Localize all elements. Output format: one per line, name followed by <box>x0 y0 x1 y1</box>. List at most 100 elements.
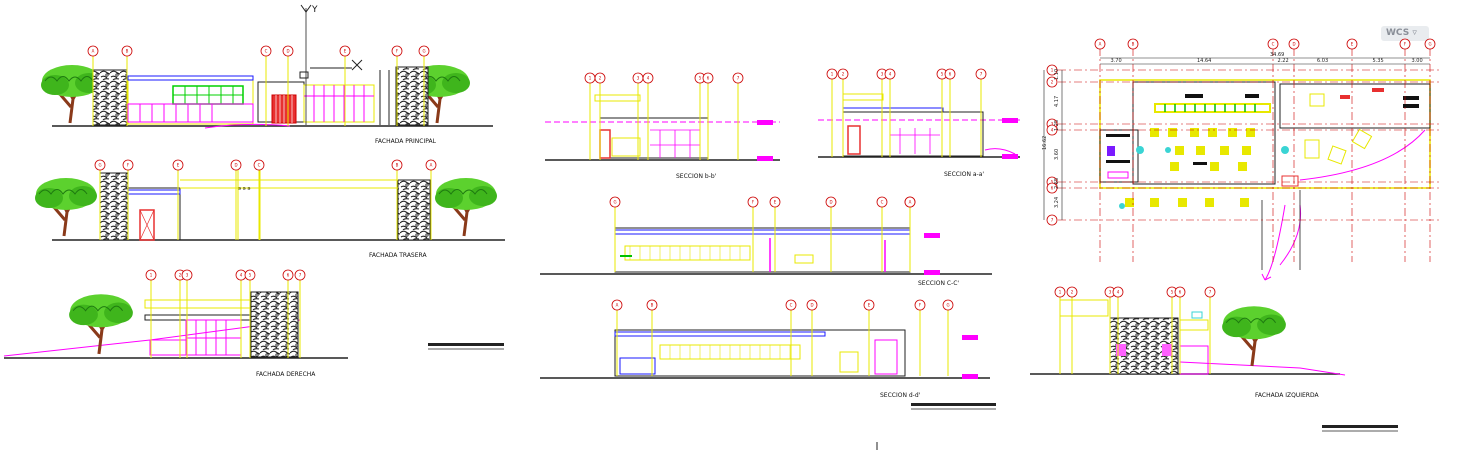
axis-label: 1 <box>150 273 153 278</box>
axis-label: 5 <box>1051 180 1054 185</box>
dimension-label: 3.60 <box>1054 149 1060 160</box>
axis-bubble-icon <box>642 72 654 84</box>
axis-label: 3 <box>1051 122 1054 127</box>
tree-icon <box>33 176 99 238</box>
axis-label: 6 <box>1179 290 1182 295</box>
seccion-cc-title: SECCION C-C' <box>918 280 959 287</box>
axis-label: B <box>1132 42 1135 47</box>
axis-bubble-icon <box>1046 76 1058 88</box>
axis-bubble-icon <box>1112 286 1124 298</box>
axis-label: 7 <box>1209 290 1212 295</box>
axis-bubble-icon <box>1046 182 1058 194</box>
axis-bubble-icon <box>826 68 838 80</box>
dimension-label: 14.64 <box>1197 58 1211 64</box>
axis-bubble-icon <box>1046 214 1058 226</box>
axis-label: D <box>829 200 832 205</box>
axis-label: G <box>946 303 949 308</box>
axis-bubble-icon <box>611 299 623 311</box>
axis-label: 2 <box>1051 80 1054 85</box>
seccion-aa-title: SECCION a-a' <box>944 171 984 178</box>
axis-label: D <box>286 49 289 54</box>
axis-bubble-icon <box>944 68 956 80</box>
axis-bubble-icon <box>876 196 888 208</box>
fachada-trasera-title: FACHADA TRASERA <box>369 252 427 259</box>
fachada-izquierda-title: FACHADA IZQUIERDA <box>1255 392 1319 399</box>
axis-bubble-icon <box>1267 38 1279 50</box>
axis-bubble-icon <box>732 72 744 84</box>
viewcube-label: WCS <box>1386 28 1410 38</box>
axis-label: 1 <box>1051 68 1054 73</box>
axis-bubble-icon <box>825 196 837 208</box>
axis-label: 4 <box>1117 290 1120 295</box>
axis-bubble-icon <box>646 299 658 311</box>
tree-icon <box>1220 304 1288 368</box>
axis-bubble-icon <box>594 72 606 84</box>
axis-label: 1 <box>1059 290 1062 295</box>
axis-label: 3 <box>881 72 884 77</box>
axis-label: A <box>1099 42 1102 47</box>
axis-label: A <box>92 49 95 54</box>
axis-label: 7 <box>737 76 740 81</box>
axis-label: 5 <box>249 273 252 278</box>
axis-label: C <box>258 163 261 168</box>
dimension-label: 1.25 <box>1054 120 1060 131</box>
axis-bubble-icon <box>1054 286 1066 298</box>
axis-bubble-icon <box>294 269 306 281</box>
axis-label: 3 <box>186 273 189 278</box>
scale-bar <box>428 343 1398 450</box>
axis-label: E <box>774 200 777 205</box>
axis-label: C <box>790 303 793 308</box>
axis-label: 2 <box>599 76 602 81</box>
axis-bubble-icon <box>837 68 849 80</box>
dimension-label: 3.24 <box>1054 197 1060 208</box>
axis-bubble-icon <box>1046 124 1058 136</box>
axis-bubble-icon <box>904 196 916 208</box>
axis-bubble-icon <box>282 269 294 281</box>
axis-bubble-icon <box>244 269 256 281</box>
axis-label: 4 <box>240 273 243 278</box>
tree-icon <box>67 292 135 356</box>
axis-label: 7 <box>980 72 983 77</box>
axis-bubble-icon <box>121 45 133 57</box>
axis-bubble-icon <box>609 196 621 208</box>
axis-label: 5 <box>699 76 702 81</box>
axis-label: B <box>126 49 129 54</box>
axis-bubble-icon <box>1066 286 1078 298</box>
viewcube-wcs-button[interactable]: WCS ▿ <box>1381 26 1429 41</box>
axis-bubble-icon <box>1346 38 1358 50</box>
axis-bubble-icon <box>769 196 781 208</box>
axis-label: B <box>651 303 654 308</box>
axis-label: 4 <box>1051 128 1054 133</box>
dimension-label: 2.22 <box>1278 58 1289 64</box>
axis-bubble-icon <box>1127 38 1139 50</box>
axis-bubble-icon <box>425 159 437 171</box>
axis-label: 6 <box>949 72 952 77</box>
tree-icon <box>433 176 499 238</box>
dimension-label: 6.03 <box>1317 58 1328 64</box>
axis-bubble-icon <box>172 159 184 171</box>
axis-label: E <box>868 303 871 308</box>
axis-bubble-icon <box>181 269 193 281</box>
axis-label: 6 <box>707 76 710 81</box>
fachada-principal-title: FACHADA PRINCIPAL <box>375 138 437 145</box>
axis-label: C <box>265 49 268 54</box>
axis-label: A <box>616 303 619 308</box>
axis-label: 3 <box>1109 290 1112 295</box>
axis-bubble-icon <box>914 299 926 311</box>
axis-bubble-icon <box>863 299 875 311</box>
dimension-label: 2.65 <box>1054 178 1060 189</box>
axis-bubble-icon <box>975 68 987 80</box>
